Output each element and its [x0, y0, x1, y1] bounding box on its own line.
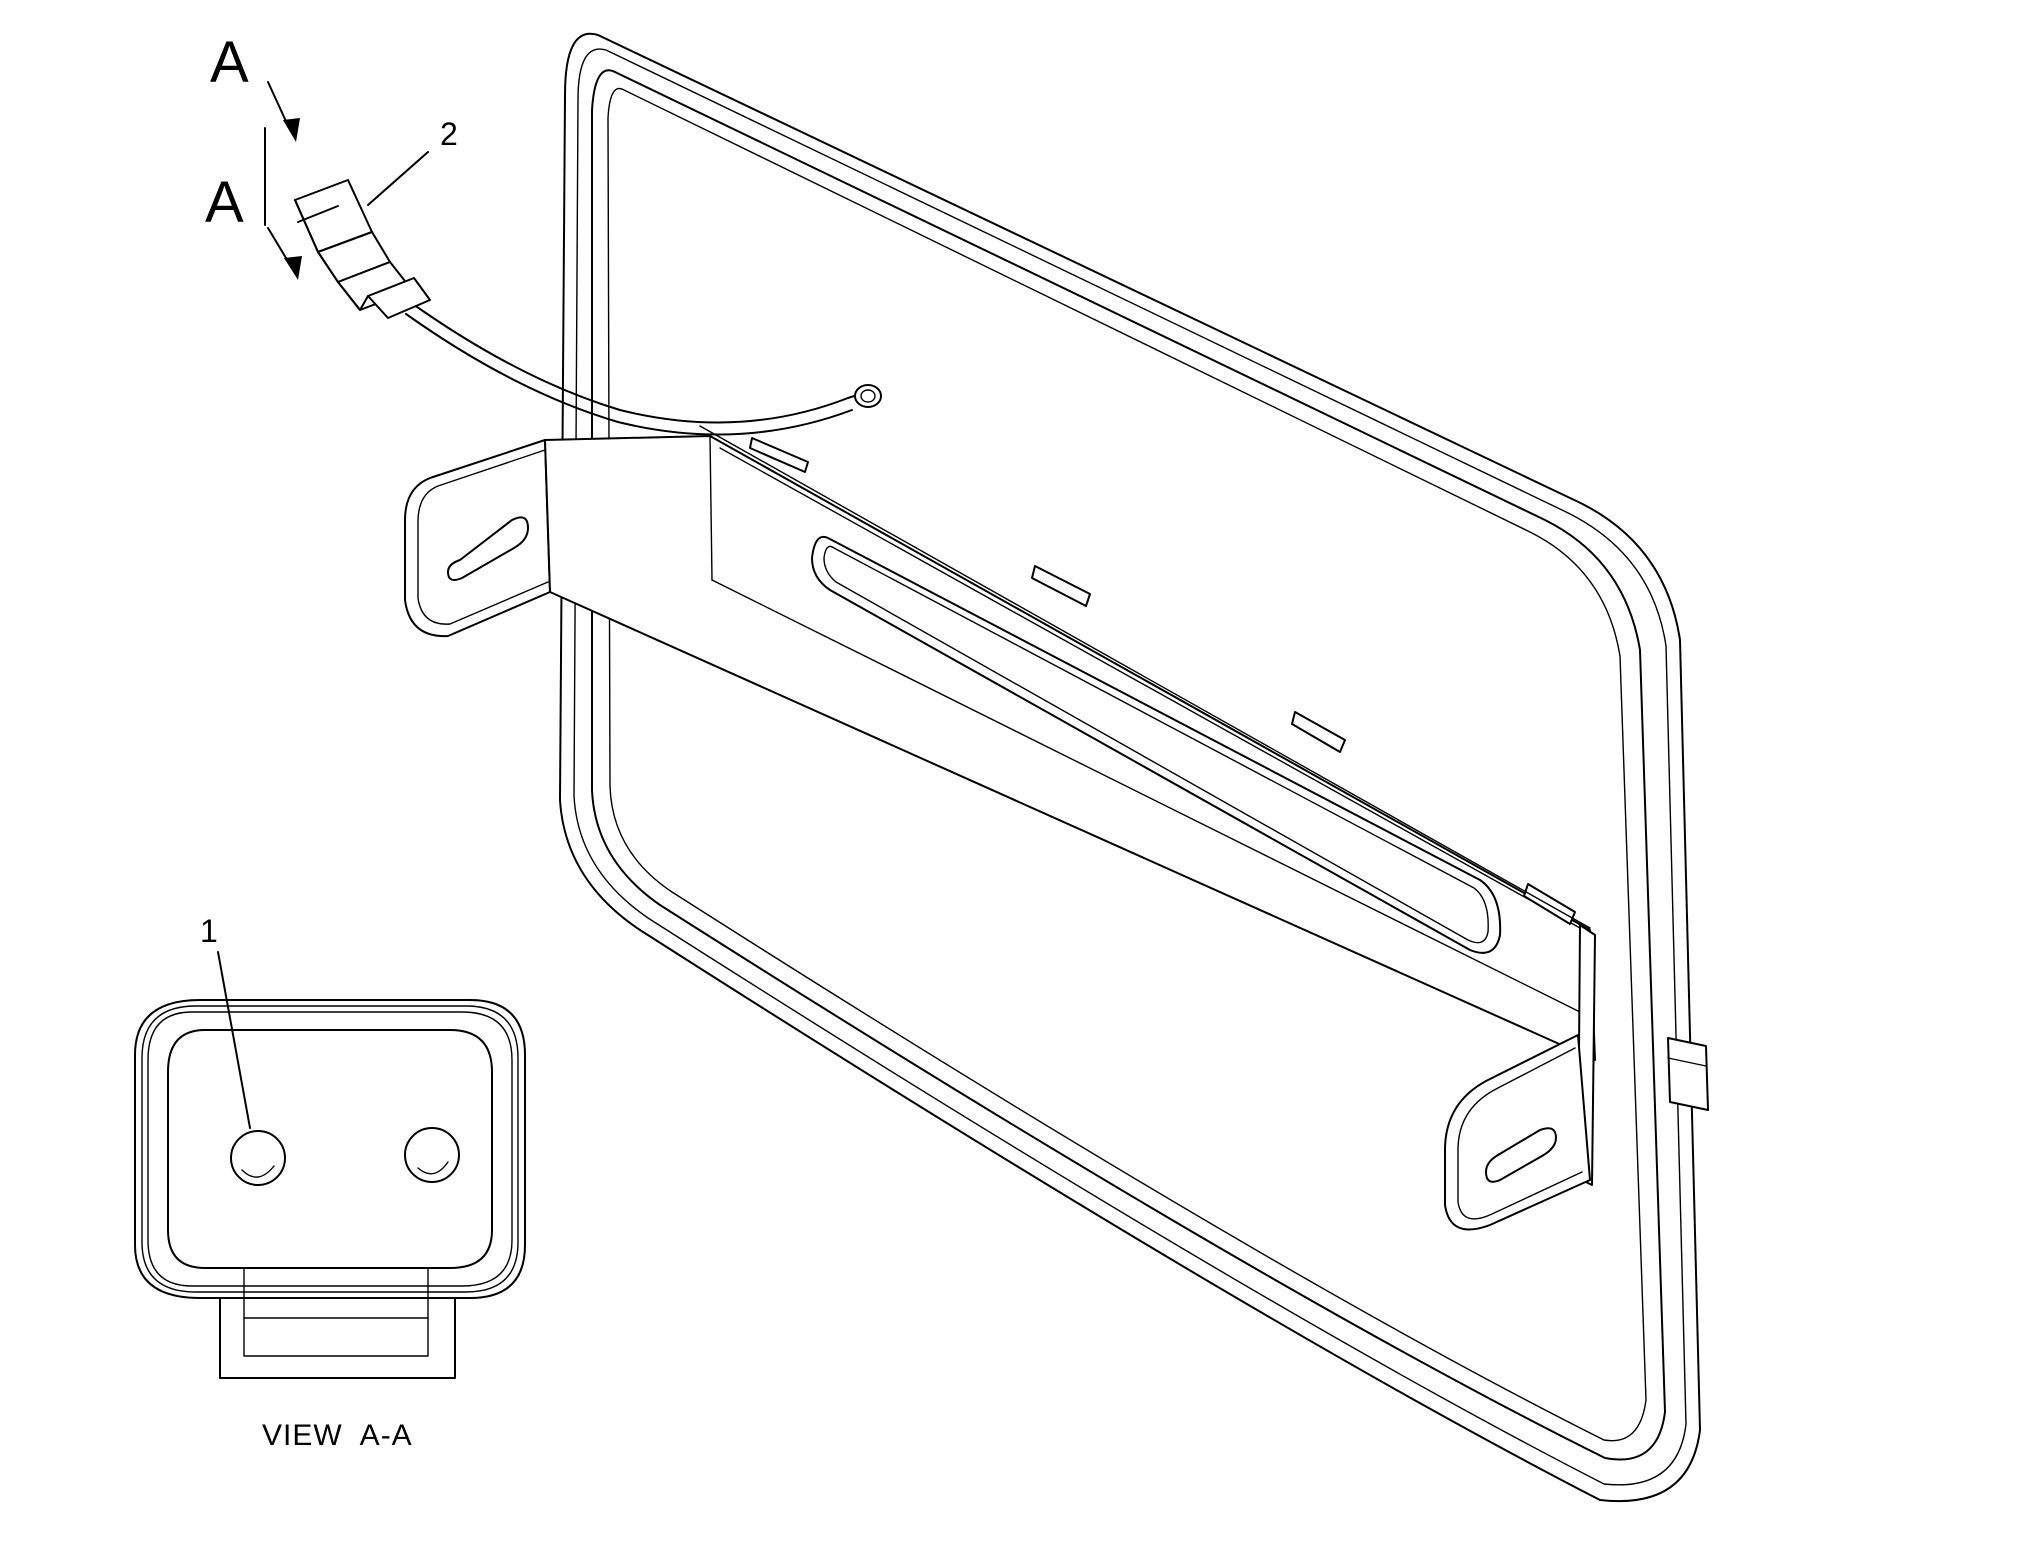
section-marker: A A: [205, 30, 302, 280]
frame-outline: [559, 32, 1709, 1503]
section-label-top: A: [210, 30, 249, 95]
callout-1-number: 1: [200, 913, 218, 949]
callout-2: 2: [367, 116, 458, 206]
wire-harness: [405, 301, 882, 436]
view-a-a-inset: [134, 999, 526, 1379]
callout-1: 1: [200, 913, 251, 1129]
section-label-bottom: A: [205, 170, 244, 235]
connector-plug: [294, 179, 431, 319]
view-caption: VIEW A-A: [262, 1419, 413, 1452]
mounting-bracket: [404, 425, 1596, 1231]
callout-2-number: 2: [440, 116, 458, 152]
